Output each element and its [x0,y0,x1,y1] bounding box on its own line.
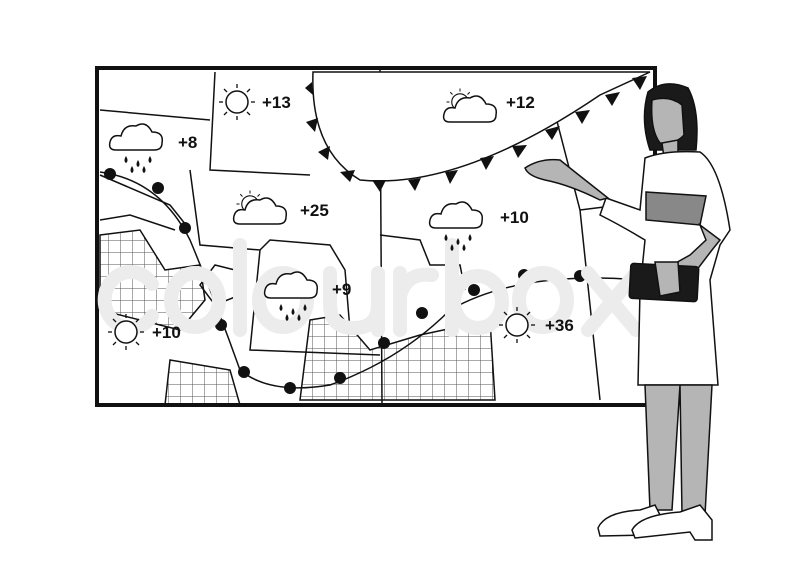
shoe-right [631,504,713,541]
temperature-label: +10 [152,323,181,342]
forecast-sun-10: +10 [107,313,181,351]
watermark-logo [97,238,643,337]
temperature-label: +8 [178,133,197,152]
belt [645,191,707,226]
temperature-label: +25 [300,201,329,220]
temperature-label: +10 [500,208,529,227]
temperature-label: +13 [262,93,291,112]
face [650,97,685,145]
pointing-hand [524,158,610,201]
forecast-sun-36: +36 [498,306,574,344]
hand [654,261,681,297]
forecast-sun-13: +13 [218,83,291,121]
forecast-rain-8: +8 [110,124,197,173]
weather-presenter [524,83,731,541]
forecast-rain-9: +9 [265,272,351,321]
forecast-partly-cloudy-25: +25 [234,191,329,225]
temperature-label: +12 [506,93,535,112]
forecast-rain-10: +10 [430,202,529,251]
temperature-label: +36 [545,316,574,335]
temperature-label: +9 [332,280,351,299]
forecast-partly-cloudy-12: +12 [444,89,535,123]
weather-map: +13 +12 +8 +25 +10 +9 +10 +36 [95,66,657,407]
legs [644,384,713,516]
